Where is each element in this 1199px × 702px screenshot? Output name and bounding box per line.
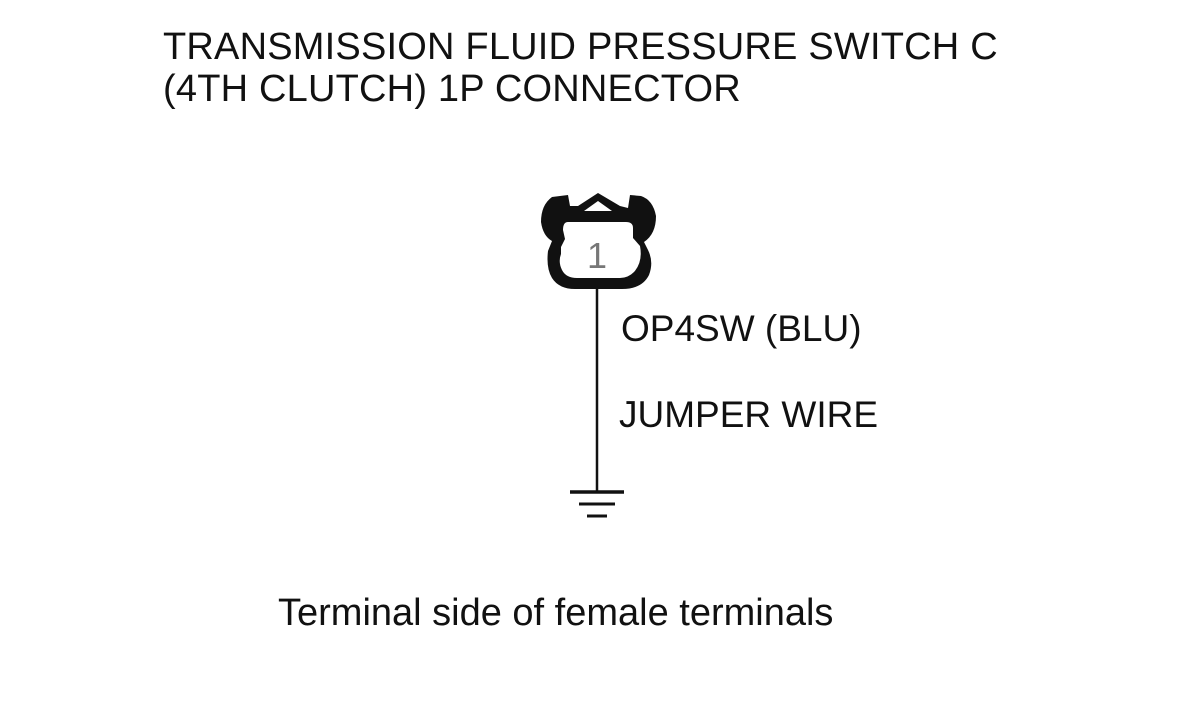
- terminal-number: 1: [587, 235, 607, 276]
- connector-latch: [584, 201, 612, 211]
- view-note: Terminal side of female terminals: [278, 592, 834, 634]
- connector-terminal-cavity: [559, 222, 641, 278]
- jumper-wire-label: JUMPER WIRE: [619, 394, 878, 435]
- connector-icon: 1: [541, 193, 656, 289]
- diagram-title-line-1: TRANSMISSION FLUID PRESSURE SWITCH C: [163, 26, 998, 68]
- diagram-title-line-2: (4TH CLUTCH) 1P CONNECTOR: [163, 68, 741, 110]
- wire-signal-label: OP4SW (BLU): [621, 308, 862, 349]
- diagram-title: TRANSMISSION FLUID PRESSURE SWITCH C (4T…: [163, 26, 998, 110]
- ground-symbol-icon: [570, 490, 624, 518]
